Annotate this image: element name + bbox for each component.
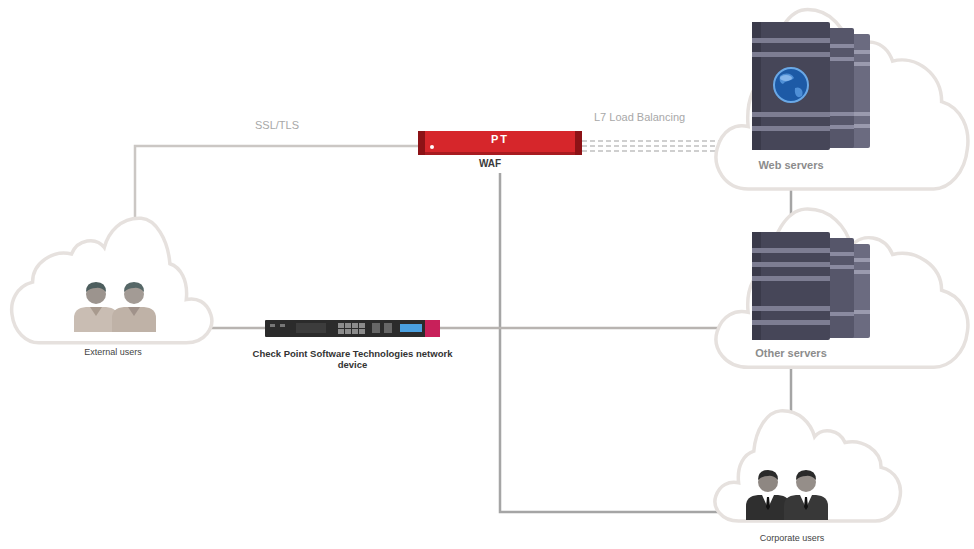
device-label: WAF <box>479 158 501 170</box>
other-server-icon-part <box>752 306 830 311</box>
external-user-icon-part <box>112 307 156 332</box>
other-server-icon-part <box>826 265 854 269</box>
check-point-appliance-part <box>345 323 351 328</box>
web-server-icon-part <box>752 22 830 150</box>
corporate-user-icon-part <box>804 497 808 510</box>
web-server-icon-part <box>826 44 854 48</box>
check-point-appliance-part <box>425 320 440 337</box>
connector-label: L7 Load Balancing <box>592 111 687 124</box>
external-user-icon-part <box>90 307 102 316</box>
firewall-node: Check Point Software Technologies networ… <box>265 320 440 376</box>
dashed-connector <box>582 141 722 151</box>
external-user-icon-part <box>74 307 118 332</box>
connector-stroke <box>582 145 722 147</box>
web-server-icon-part <box>752 52 830 57</box>
connector-stroke <box>205 327 265 330</box>
check-point-appliance-part <box>359 329 365 334</box>
web-server-icon <box>752 22 870 150</box>
check-point-appliance-part <box>359 323 365 328</box>
server-cloud: Other servers <box>722 215 960 362</box>
waf-appliance-part <box>418 131 425 155</box>
check-point-appliance-part <box>265 320 440 337</box>
web-server-icon-part <box>752 126 830 131</box>
connector-line <box>135 146 418 225</box>
user-cloud: External users <box>20 225 205 362</box>
cloud-label: Corporate users <box>760 533 825 544</box>
waf-appliance-part <box>418 131 582 155</box>
check-point-appliance-part <box>338 329 344 334</box>
connector-stroke <box>135 146 418 225</box>
cloud-outline-part <box>716 10 968 189</box>
other-server-icon-part <box>752 276 830 281</box>
web-server-icon-part <box>752 38 830 43</box>
web-server-icon-part <box>826 125 854 129</box>
waf-appliance-part <box>425 152 575 155</box>
device-label: Check Point Software Technologies networ… <box>253 348 453 371</box>
other-server-icon-part <box>752 320 830 325</box>
external-user-icon-part <box>86 282 106 292</box>
connector-label: SSL/TLS <box>253 119 301 132</box>
cloud-outline-part <box>12 218 212 343</box>
waf-appliance <box>418 131 582 155</box>
cloud-label: External users <box>84 347 142 358</box>
connector-stroke <box>440 327 722 330</box>
other-server-icon-part <box>826 238 854 338</box>
waf-appliance-part <box>430 145 434 149</box>
other-server-icon <box>752 232 870 340</box>
other-server-icon-part <box>826 252 854 256</box>
check-point-appliance-part <box>372 323 380 333</box>
server-cloud: Web servers <box>722 15 960 182</box>
connector-line <box>440 328 722 329</box>
web-server-icon-part <box>826 112 854 116</box>
cloud-outline <box>12 10 968 521</box>
check-point-appliance-part <box>280 324 285 327</box>
connector-line <box>205 328 265 329</box>
external-user-icon <box>74 282 156 332</box>
user-cloud: Corporate users <box>722 422 892 546</box>
check-point-appliance-part <box>384 323 392 333</box>
web-server-icon-part <box>780 75 792 81</box>
cloud-outline-part <box>715 411 900 521</box>
other-server-icon-part <box>752 232 830 340</box>
web-server-icon-part <box>795 87 803 97</box>
other-server-icon-part <box>752 262 830 267</box>
web-server-icon-part <box>826 28 854 148</box>
check-point-appliance <box>265 320 440 337</box>
connector-line <box>500 173 722 512</box>
other-server-icon-part <box>826 312 854 316</box>
web-server-icon-part <box>752 112 830 117</box>
corporate-user-icon-part <box>766 497 770 510</box>
corporate-user-icon-part <box>746 495 790 520</box>
check-point-appliance-part <box>338 323 344 328</box>
connector-stroke <box>582 150 722 152</box>
corporate-user-icon-part <box>758 470 778 480</box>
cloud-label: Web servers <box>758 159 823 172</box>
check-point-appliance-part <box>400 324 422 332</box>
check-point-appliance-part <box>296 323 326 333</box>
corporate-user-icon-part <box>796 470 816 480</box>
corporate-user-icon-part <box>784 495 828 520</box>
check-point-appliance-part <box>352 323 358 328</box>
cloud-label: Other servers <box>755 347 827 360</box>
check-point-appliance-part <box>352 329 358 334</box>
web-server-icon-part <box>780 74 794 84</box>
web-server-icon-part <box>826 57 854 61</box>
connector-stroke <box>582 140 722 142</box>
waf-appliance-node: PT WAF <box>418 131 582 173</box>
waf-appliance-part <box>575 131 582 155</box>
check-point-appliance-part <box>345 329 351 334</box>
check-point-appliance-part <box>270 324 275 327</box>
corporate-user-icon <box>746 470 828 520</box>
external-user-icon-part <box>124 282 144 292</box>
other-server-icon-part <box>752 248 830 253</box>
web-server-icon-part <box>774 68 808 102</box>
external-user-icon-part <box>128 307 140 316</box>
connector-stroke <box>500 173 722 512</box>
cloud-outline-part <box>716 209 968 367</box>
device-logo: PT <box>491 133 509 146</box>
